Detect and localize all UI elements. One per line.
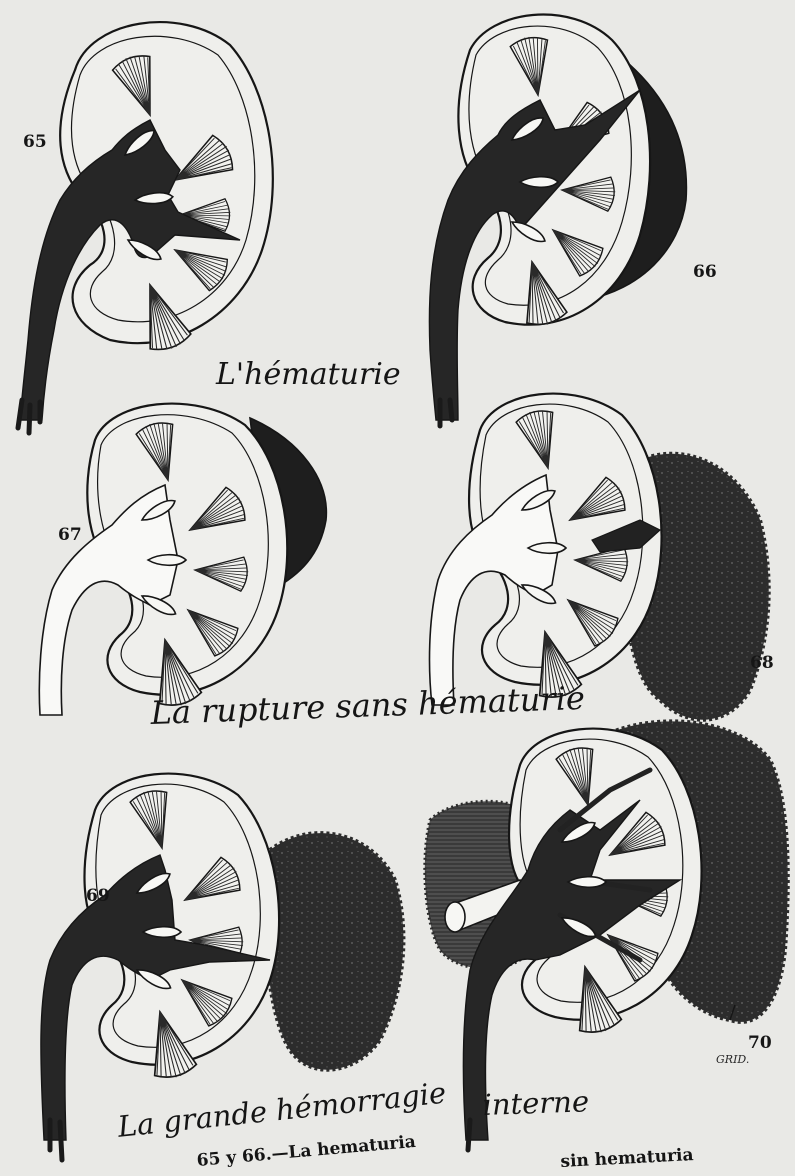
figure-67-kidney <box>39 404 326 715</box>
figure-number-69: 69 <box>86 886 110 906</box>
engraver-signature: GRID. <box>716 1053 749 1066</box>
figure-number-65: 65 <box>23 132 47 152</box>
figure-70-kidney <box>425 721 788 1150</box>
caption-hematuria: L'hématurie <box>216 357 401 392</box>
figure-number-66: 66 <box>693 262 717 282</box>
figure-68-kidney <box>430 394 769 720</box>
figure-number-67: 67 <box>58 525 82 545</box>
caption-internal: interne <box>482 1084 590 1122</box>
figure-66-kidney <box>429 15 686 426</box>
figure-number-70: 70 <box>748 1033 772 1053</box>
figure-number-68: 68 <box>750 653 774 673</box>
